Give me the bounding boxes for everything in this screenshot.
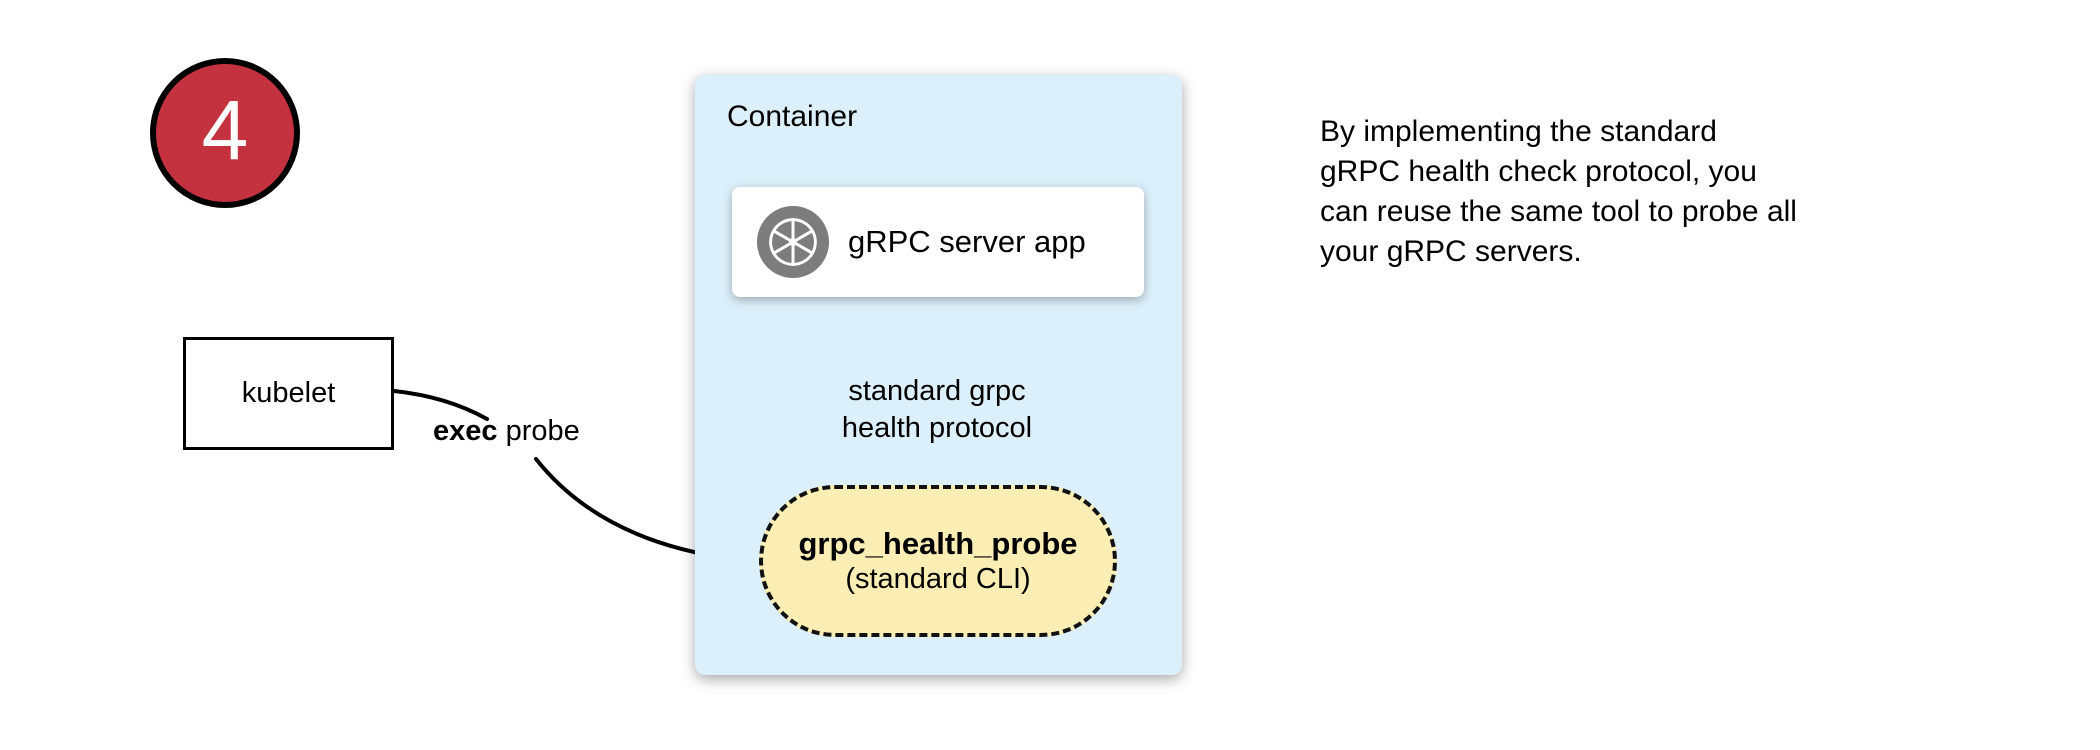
exec-probe-label-rest: probe — [497, 415, 580, 447]
note-text: By implementing the standard gRPC health… — [1320, 112, 1797, 272]
kubelet-box: kubelet — [183, 337, 394, 450]
probe-subtitle: (standard CLI) — [845, 563, 1031, 595]
note-line: gRPC health check protocol, you — [1320, 155, 1757, 188]
exec-probe-label: exec probe — [433, 415, 580, 448]
aperture-icon — [756, 205, 830, 279]
grpc-server-app-label: gRPC server app — [848, 224, 1086, 259]
step-number: 4 — [201, 83, 249, 177]
kubelet-label: kubelet — [241, 377, 336, 409]
health-protocol-label-line2: health protocol — [841, 412, 1033, 444]
note-line: By implementing the standard — [1320, 115, 1717, 148]
grpc-server-app-box: gRPC server app — [732, 187, 1144, 297]
exec-probe-label-bold: exec — [433, 415, 498, 447]
container-box: Container gRPC server app standard g — [695, 75, 1182, 675]
health-protocol-label-line1: standard grpc — [848, 375, 1026, 407]
health-protocol-label: standard grpc health protocol — [787, 373, 1087, 447]
note-line: can reuse the same tool to probe all — [1320, 195, 1797, 228]
probe-name: grpc_health_probe — [798, 526, 1078, 561]
note-line: your gRPC servers. — [1320, 235, 1582, 268]
step-badge: 4 — [150, 58, 300, 208]
grpc-health-probe-pill: grpc_health_probe (standard CLI) — [759, 485, 1117, 637]
container-title: Container — [727, 100, 858, 133]
